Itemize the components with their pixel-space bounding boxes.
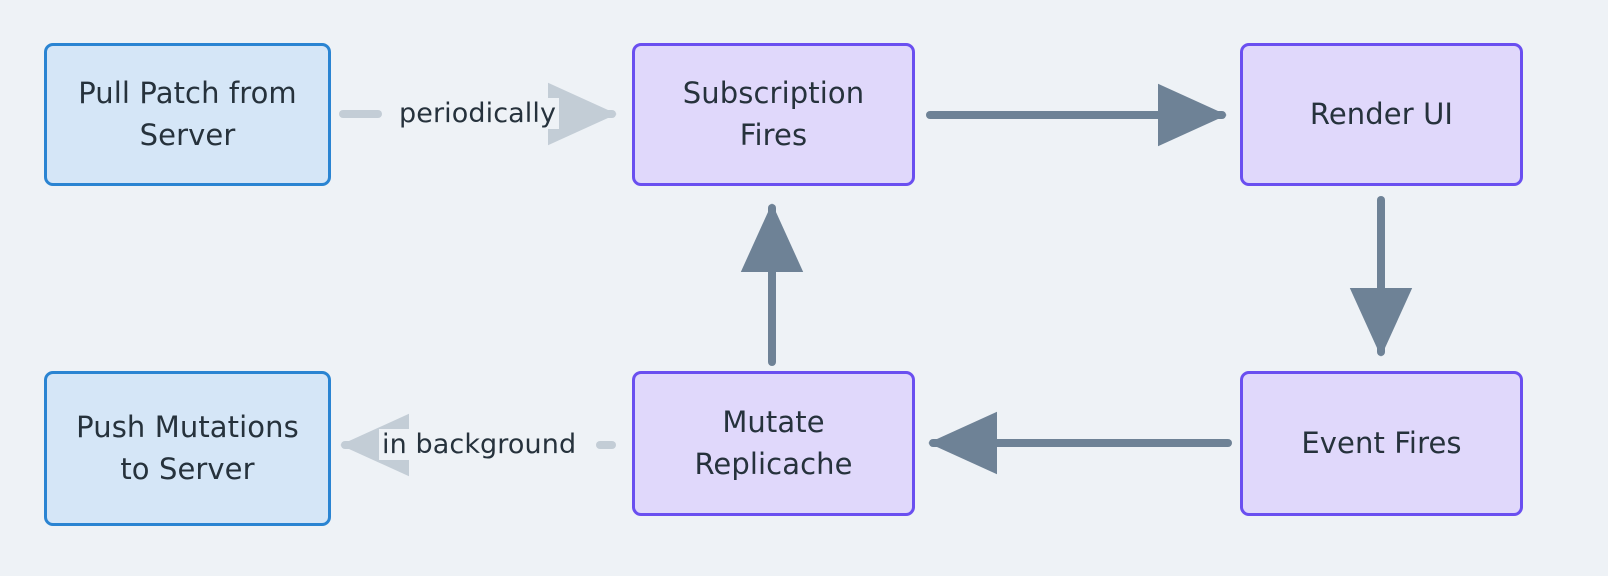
node-mutate-replicache[interactable]: Mutate Replicache <box>632 371 915 516</box>
node-event-fires[interactable]: Event Fires <box>1240 371 1523 516</box>
node-pull-patch-from-server[interactable]: Pull Patch from Server <box>44 43 331 186</box>
edge-label-periodically: periodically <box>396 98 560 129</box>
node-render-ui[interactable]: Render UI <box>1240 43 1523 186</box>
node-push-mutations-to-server[interactable]: Push Mutations to Server <box>44 371 331 526</box>
node-label: Subscription Fires <box>682 76 865 152</box>
node-label: Push Mutations to Server <box>76 410 299 486</box>
node-subscription-fires[interactable]: Subscription Fires <box>632 43 915 186</box>
node-label: Pull Patch from Server <box>78 76 297 152</box>
node-label: Mutate Replicache <box>694 405 853 481</box>
node-label: Event Fires <box>1301 425 1462 460</box>
node-label: Render UI <box>1309 96 1454 131</box>
edge-label-in-background: in background <box>379 429 580 460</box>
